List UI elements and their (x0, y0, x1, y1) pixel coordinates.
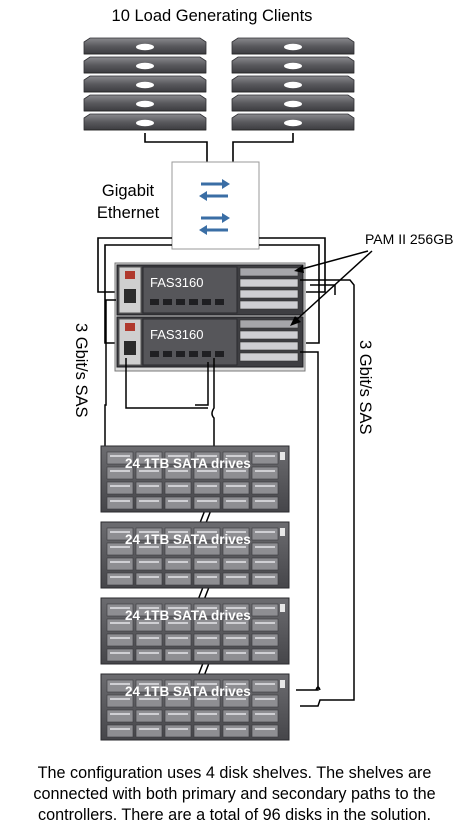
client-server-stack-right (231, 37, 355, 131)
client-server-unit (231, 56, 355, 74)
client-server-stack-left (83, 37, 207, 131)
shelf-label: 24 1TB SATA drives (125, 684, 251, 699)
pam-label: PAM II 256GB (365, 231, 453, 247)
client-server-unit (83, 75, 207, 93)
gigabit-ethernet-switch (171, 161, 260, 250)
fas3160-chassis: FAS3160 FAS3160 (114, 262, 306, 372)
client-server-unit (83, 37, 207, 55)
storage-topology-diagram: 10 Load Generating Clients Gigabit Ether… (72, 7, 453, 741)
client-server-unit (231, 75, 355, 93)
controller-network-links (97, 237, 326, 344)
shelf-label: 24 1TB SATA drives (125, 532, 251, 547)
diagram-caption: The configuration uses 4 disk shelves. T… (33, 764, 436, 824)
clients-title: 10 Load Generating Clients (112, 7, 313, 25)
shelf-label: 24 1TB SATA drives (125, 608, 251, 623)
disk-shelf: 24 1TB SATA drives (100, 445, 290, 513)
switch-label-gigabit: Gigabit (102, 182, 155, 200)
sas-label-right: 3 Gbit/s SAS (356, 340, 374, 434)
client-server-unit (231, 113, 355, 131)
disk-shelf: 24 1TB SATA drives (100, 521, 290, 589)
controller-fas3160-bottom: FAS3160 (116, 316, 304, 368)
switch-arrows-icon (199, 179, 230, 235)
controller-label: FAS3160 (150, 275, 204, 290)
disk-shelf: 24 1TB SATA drives (100, 597, 290, 665)
disk-shelves: 24 1TB SATA drives 24 1TB SATA drives 24 1… (100, 445, 290, 741)
client-server-unit (231, 37, 355, 55)
pam-pointer-arrows (290, 250, 373, 326)
shelf-label: 24 1TB SATA drives (125, 456, 251, 471)
controller-fas3160-top: FAS3160 (116, 264, 304, 316)
client-server-unit (83, 56, 207, 74)
sas-cabling (104, 279, 355, 707)
controller-label: FAS3160 (150, 327, 204, 342)
switch-label-ethernet: Ethernet (97, 204, 160, 222)
client-server-unit (83, 94, 207, 112)
client-network-links (144, 133, 294, 163)
client-server-unit (231, 94, 355, 112)
client-server-unit (83, 113, 207, 131)
sas-label-left: 3 Gbit/s SAS (72, 323, 90, 417)
disk-shelf: 24 1TB SATA drives (100, 673, 290, 741)
